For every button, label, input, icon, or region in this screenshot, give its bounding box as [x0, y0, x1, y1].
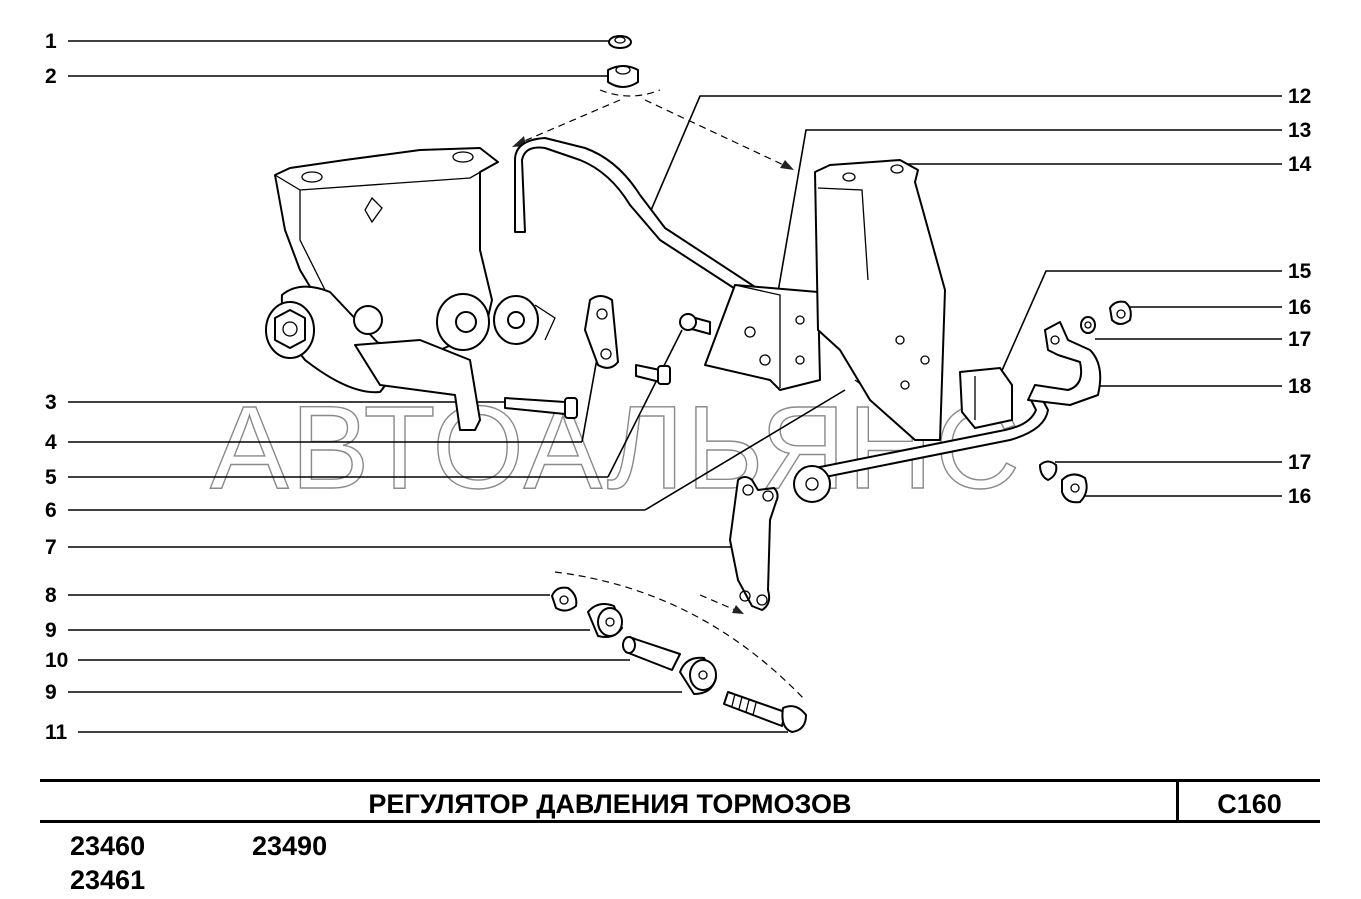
callout-13: 13 — [1288, 119, 1311, 142]
callout-5: 5 — [45, 466, 57, 489]
plate-4-icon — [584, 295, 619, 369]
lever-rod-12-icon — [514, 137, 776, 306]
bolt-6-icon — [679, 313, 711, 335]
callout-9-upper: 9 — [45, 619, 57, 642]
nut-16-lower-icon — [1061, 473, 1088, 504]
nut-1-icon — [608, 35, 632, 49]
leader-lines-right — [645, 95, 1282, 497]
page-code: С160 — [1217, 789, 1282, 819]
bolt-3-icon — [504, 397, 578, 419]
leader-lines-left — [68, 40, 846, 733]
nut-16-upper-icon — [1109, 300, 1132, 325]
bushing-9-upper-icon — [587, 603, 623, 638]
model-number: 23460 — [70, 831, 146, 861]
callout-17-lower: 17 — [1288, 451, 1311, 474]
bolt-11-icon — [723, 691, 807, 733]
spring-rod-15-icon — [793, 367, 1049, 503]
model-number: 23490 — [252, 831, 328, 861]
nut-8-icon — [551, 586, 578, 612]
bolt-5-icon — [635, 364, 671, 385]
parts-diagram: АВТОАЛЬЯНС 1 2 3 4 5 6 7 — [45, 30, 1312, 744]
link-7-icon — [729, 476, 779, 611]
nut-2-icon — [607, 65, 639, 88]
bracket-14-icon — [814, 159, 946, 441]
callout-14: 14 — [1288, 153, 1312, 176]
callout-6: 6 — [45, 499, 57, 522]
callout-17-upper: 17 — [1288, 328, 1311, 351]
sleeve-10-icon — [622, 636, 681, 671]
model-number: 23461 — [70, 865, 146, 895]
page-title: РЕГУЛЯТОР ДАВЛЕНИЯ ТОРМОЗОВ — [368, 789, 852, 819]
bushing-9-lower-icon — [679, 656, 717, 695]
callout-10: 10 — [45, 649, 68, 672]
callout-3: 3 — [45, 391, 57, 414]
callout-12: 12 — [1288, 85, 1311, 108]
clamp-18-icon — [1027, 321, 1102, 406]
title-divider — [1176, 782, 1179, 820]
washer-17-upper-icon — [1080, 316, 1096, 334]
callout-15: 15 — [1288, 260, 1312, 283]
callout-7: 7 — [45, 536, 57, 559]
callout-18: 18 — [1288, 375, 1312, 398]
pressure-regulator-icon — [265, 147, 556, 431]
callout-16-upper: 16 — [1288, 296, 1311, 319]
callout-4: 4 — [45, 431, 57, 454]
title-bar: РЕГУЛЯТОР ДАВЛЕНИЯ ТОРМОЗОВ С160 — [40, 779, 1320, 823]
callout-11: 11 — [45, 721, 68, 744]
callouts-left: 1 2 3 4 5 6 7 8 9 10 9 11 — [45, 30, 68, 744]
callouts-right: 12 13 14 15 16 17 18 17 16 — [1288, 85, 1312, 508]
callout-2: 2 — [45, 65, 57, 88]
callout-9-lower: 9 — [45, 681, 57, 704]
callout-1: 1 — [45, 30, 57, 53]
washer-17-lower-icon — [1039, 460, 1058, 481]
callout-16-lower: 16 — [1288, 485, 1311, 508]
bracket-13-icon — [704, 284, 821, 391]
callout-8: 8 — [45, 584, 57, 607]
